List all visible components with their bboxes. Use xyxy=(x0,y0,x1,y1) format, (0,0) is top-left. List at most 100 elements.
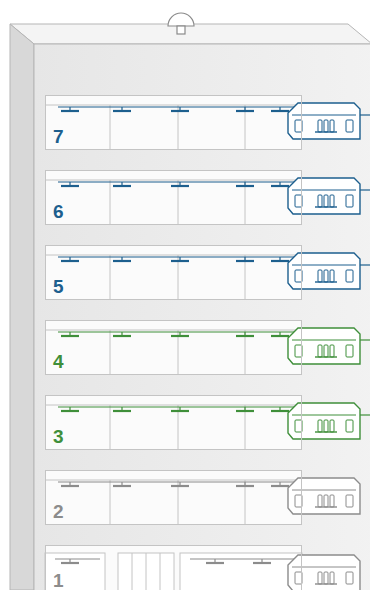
door-panel xyxy=(146,553,147,590)
controller-device xyxy=(288,178,360,214)
ceiling-line xyxy=(45,180,302,181)
luminaire xyxy=(253,562,271,564)
device-terminal xyxy=(318,270,322,282)
luminaire xyxy=(236,410,254,412)
floor-art xyxy=(45,245,370,300)
ceiling-line xyxy=(45,330,302,331)
luminaire xyxy=(61,110,79,112)
controller-device xyxy=(288,328,360,364)
device-rail xyxy=(315,431,337,432)
luminaire xyxy=(271,110,289,112)
luminaire xyxy=(271,185,289,187)
device-rail xyxy=(315,281,337,282)
room-divider xyxy=(110,180,111,225)
floor-number: 7 xyxy=(53,127,64,146)
device-terminal xyxy=(324,495,328,507)
controller-device xyxy=(288,253,360,289)
device-housing xyxy=(288,103,360,139)
room-divider xyxy=(110,480,111,525)
device-rail xyxy=(315,356,337,357)
front-wall xyxy=(34,44,370,590)
luminaire xyxy=(61,485,79,487)
device-terminal xyxy=(324,195,328,207)
device-housing xyxy=(288,403,360,439)
device-terminal xyxy=(318,345,322,357)
floor-ground xyxy=(45,470,302,525)
device-terminal xyxy=(346,572,353,584)
controller-device xyxy=(288,403,360,439)
side-wall xyxy=(10,24,34,590)
floor-ground xyxy=(45,170,302,225)
bus-line xyxy=(58,256,296,257)
luminaire xyxy=(236,485,254,487)
floor-number: 3 xyxy=(53,427,64,446)
device-terminal xyxy=(330,420,334,432)
bus-line xyxy=(55,558,100,559)
device-terminal xyxy=(295,420,302,432)
device-terminal xyxy=(318,495,322,507)
luminaire xyxy=(236,335,254,337)
device-terminal xyxy=(295,270,302,282)
floor-box: 3 xyxy=(45,395,302,450)
entrance-door xyxy=(118,553,174,590)
bus-line xyxy=(58,181,296,182)
device-housing xyxy=(288,555,360,590)
luminaire xyxy=(271,335,289,337)
device-terminal xyxy=(330,345,334,357)
controller-device xyxy=(288,478,360,514)
door-panel xyxy=(132,553,133,590)
device-terminal xyxy=(330,120,334,132)
ceiling-line xyxy=(45,105,302,106)
luminaire xyxy=(61,562,79,564)
device-terminal xyxy=(324,270,328,282)
device-terminal xyxy=(295,120,302,132)
network-cable xyxy=(360,114,370,115)
luminaire xyxy=(236,260,254,262)
device-terminal xyxy=(295,495,302,507)
luminaire xyxy=(61,410,79,412)
device-terminal xyxy=(324,120,328,132)
luminaire xyxy=(171,485,189,487)
floor-number: 4 xyxy=(53,352,64,371)
device-terminal xyxy=(295,572,302,584)
network-cable xyxy=(360,339,370,340)
floor-ground xyxy=(45,395,302,450)
luminaire xyxy=(171,110,189,112)
device-terminal xyxy=(330,572,334,584)
device-housing xyxy=(288,328,360,364)
device-terminal xyxy=(330,495,334,507)
floor-ground xyxy=(45,245,302,300)
floor-art xyxy=(45,395,370,450)
luminaire xyxy=(271,485,289,487)
device-rail xyxy=(315,131,337,132)
floor-ground xyxy=(45,320,302,375)
device-housing xyxy=(288,178,360,214)
luminaire xyxy=(113,185,131,187)
device-housing xyxy=(288,478,360,514)
floor-box: 7 xyxy=(45,95,302,150)
luminaire xyxy=(171,335,189,337)
device-rail xyxy=(315,583,337,584)
device-terminal xyxy=(324,420,328,432)
floor-art xyxy=(45,545,360,590)
device-terminal xyxy=(318,120,322,132)
luminaire xyxy=(236,110,254,112)
floor-number: 5 xyxy=(53,277,64,296)
luminaire xyxy=(171,260,189,262)
luminaire xyxy=(171,185,189,187)
device-terminal xyxy=(318,420,322,432)
device-terminal xyxy=(346,120,353,132)
device-terminal xyxy=(295,195,302,207)
floor-art xyxy=(45,320,370,375)
bus-line xyxy=(190,558,296,559)
luminaire xyxy=(171,410,189,412)
controller-device xyxy=(288,555,360,590)
controller-device xyxy=(288,103,360,139)
room-divider xyxy=(110,105,111,150)
luminaire xyxy=(61,260,79,262)
floor-art xyxy=(45,95,370,150)
ground-room xyxy=(180,553,302,590)
floor-box: 2 xyxy=(45,470,302,525)
luminaire xyxy=(236,185,254,187)
